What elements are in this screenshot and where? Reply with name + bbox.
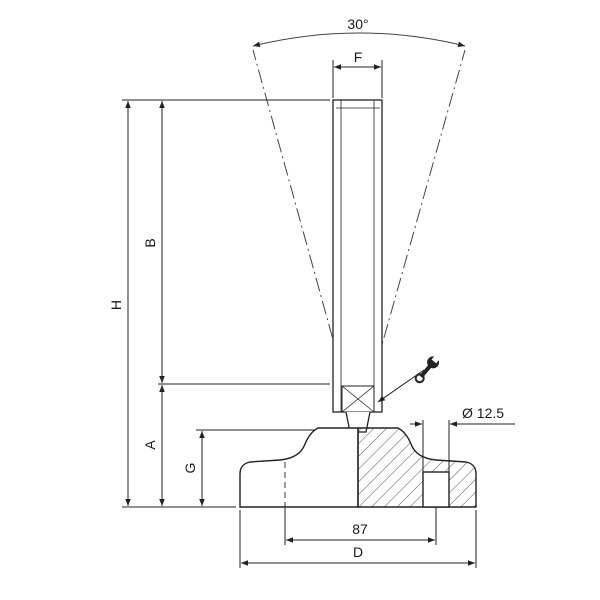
dimension-h-label: H	[108, 300, 124, 310]
dimension-f-label: F	[354, 49, 363, 65]
dimension-d	[239, 510, 477, 568]
dimension-hole-diameter	[410, 420, 515, 462]
dimension-a-label: A	[142, 440, 158, 450]
dimension-hole-diameter-label: Ø 12.5	[462, 405, 504, 421]
base-foot	[239, 427, 477, 508]
dimension-hole-spacing-label: 87	[352, 521, 368, 537]
wrench-icon	[414, 356, 440, 384]
dimension-hole-spacing	[284, 507, 437, 545]
threaded-stud	[332, 99, 383, 433]
dimension-f	[332, 60, 383, 98]
left-dimension-lines	[122, 99, 330, 508]
dimension-d-label: D	[353, 544, 363, 560]
dimension-b-label: B	[142, 238, 158, 247]
angle-label: 30°	[347, 16, 368, 32]
dimension-g-label: G	[182, 463, 198, 474]
angle-arc	[252, 32, 466, 48]
tilt-angle-cone	[252, 32, 466, 431]
